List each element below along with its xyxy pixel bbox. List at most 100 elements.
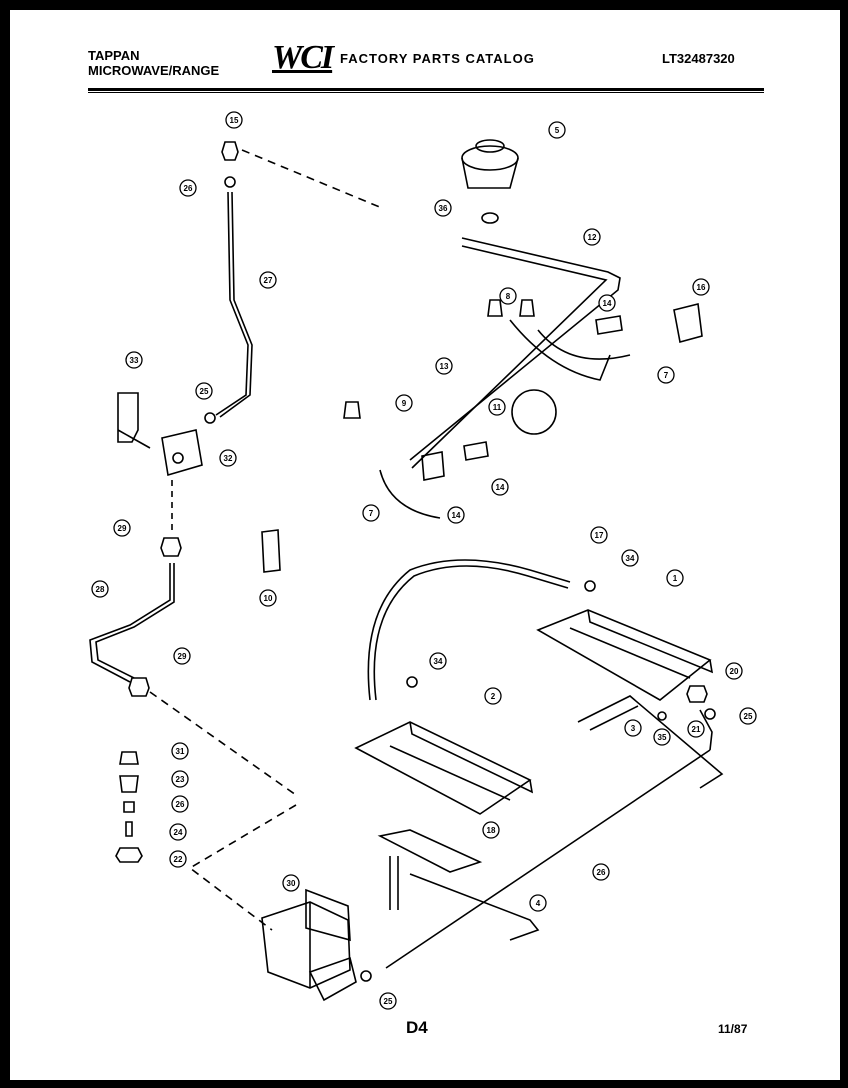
wire-7	[379, 469, 441, 519]
callout-34: 34	[621, 549, 639, 567]
callout-17: 17	[590, 526, 608, 544]
callout-label: 4	[536, 899, 541, 908]
catalog-date: 11/87	[718, 1022, 748, 1036]
callout-5: 5	[548, 121, 566, 139]
orifice-24	[125, 821, 133, 837]
broil-burner-2	[354, 721, 532, 815]
pipe-3	[577, 695, 724, 789]
orifice-31	[119, 751, 139, 765]
callout-label: 33	[130, 356, 139, 365]
callout-label: 27	[264, 276, 273, 285]
callout-label: 8	[506, 292, 511, 301]
callout-label: 15	[230, 116, 239, 125]
callout-21: 21	[687, 720, 705, 738]
callout-14: 14	[598, 294, 616, 312]
callout-14: 14	[491, 478, 509, 496]
gas-tube-27	[215, 191, 249, 416]
callout-3: 3	[624, 719, 642, 737]
igniter-8b	[519, 299, 535, 317]
callout-30: 30	[282, 874, 300, 892]
manifold-13	[409, 237, 621, 461]
callout-11: 11	[488, 398, 506, 416]
callout-27: 27	[259, 271, 277, 289]
callout-8: 8	[499, 287, 517, 305]
callout-label: 14	[452, 511, 461, 520]
callout-label: 5	[555, 126, 560, 135]
callout-20: 20	[725, 662, 743, 680]
callout-7: 7	[362, 504, 380, 522]
valve-32	[161, 429, 203, 477]
callout-label: 28	[96, 585, 105, 594]
callout-label: 14	[496, 483, 505, 492]
callout-32: 32	[219, 449, 237, 467]
callout-label: 36	[439, 204, 448, 213]
callout-label: 21	[692, 725, 701, 734]
callout-label: 25	[384, 997, 393, 1006]
exploded-parts-diagram: 1526273325322928293123262422302553612814…	[89, 111, 757, 1010]
bracket-14b	[463, 441, 489, 461]
callout-label: 7	[664, 371, 669, 380]
model-number: LT32487320	[662, 51, 735, 66]
callout-26: 26	[171, 795, 189, 813]
brand-name: TAPPAN	[88, 48, 140, 63]
callout-label: 26	[597, 868, 606, 877]
brand-block: TAPPAN MICROWAVE/RANGE	[88, 48, 219, 78]
callout-label: 29	[118, 524, 127, 533]
callout-label: 17	[595, 531, 604, 540]
burner-5	[461, 145, 519, 171]
callout-label: 3	[631, 724, 636, 733]
callout-label: 34	[626, 554, 635, 563]
callout-25: 25	[379, 992, 397, 1010]
callout-label: 14	[603, 299, 612, 308]
callout-24: 24	[169, 823, 187, 841]
callout-label: 29	[178, 652, 187, 661]
bracket-33	[117, 392, 139, 443]
igniter-8a	[487, 299, 503, 317]
callout-label: 20	[730, 667, 739, 676]
callout-label: 13	[440, 362, 449, 371]
part-35	[657, 711, 667, 721]
callout-22: 22	[169, 850, 187, 868]
part-10	[261, 529, 281, 573]
wire-a	[509, 319, 611, 381]
callout-2: 2	[484, 687, 502, 705]
nut-25-lower	[360, 970, 372, 982]
callout-label: 25	[200, 387, 209, 396]
callout-label: 2	[491, 692, 496, 701]
callout-label: 12	[588, 233, 597, 242]
callout-bubbles: 1526273325322928293123262422302553612814…	[91, 111, 757, 1010]
nut-25	[204, 412, 216, 424]
orifice-23	[119, 775, 139, 793]
callout-34: 34	[429, 652, 447, 670]
callout-25: 25	[195, 382, 213, 400]
catalog-title: FACTORY PARTS CATALOG	[340, 51, 535, 66]
callout-14: 14	[447, 506, 465, 524]
callout-label: 25	[744, 712, 753, 721]
callout-16: 16	[692, 278, 710, 296]
callout-label: 34	[434, 657, 443, 666]
callout-label: 30	[287, 879, 296, 888]
fitting-29-top	[160, 537, 182, 557]
washer-36	[481, 212, 499, 224]
callout-26: 26	[592, 863, 610, 881]
fitting-29-bottom	[128, 677, 150, 697]
callout-29: 29	[113, 519, 131, 537]
callout-35: 35	[653, 728, 671, 746]
callout-13: 13	[435, 357, 453, 375]
callout-label: 16	[697, 283, 706, 292]
callout-9: 9	[395, 394, 413, 412]
callout-15: 15	[225, 111, 243, 129]
callout-33: 33	[125, 351, 143, 369]
callout-label: 11	[493, 403, 502, 412]
callout-label: 18	[487, 826, 496, 835]
callout-31: 31	[171, 742, 189, 760]
bracket-18	[377, 829, 483, 873]
rod-26	[385, 749, 711, 969]
callout-label: 32	[224, 454, 233, 463]
callout-25: 25	[739, 707, 757, 725]
callout-label: 9	[402, 399, 407, 408]
product-type: MICROWAVE/RANGE	[88, 63, 220, 78]
nut-25-right	[704, 708, 716, 720]
callout-23: 23	[171, 770, 189, 788]
nut-34b	[406, 676, 418, 688]
